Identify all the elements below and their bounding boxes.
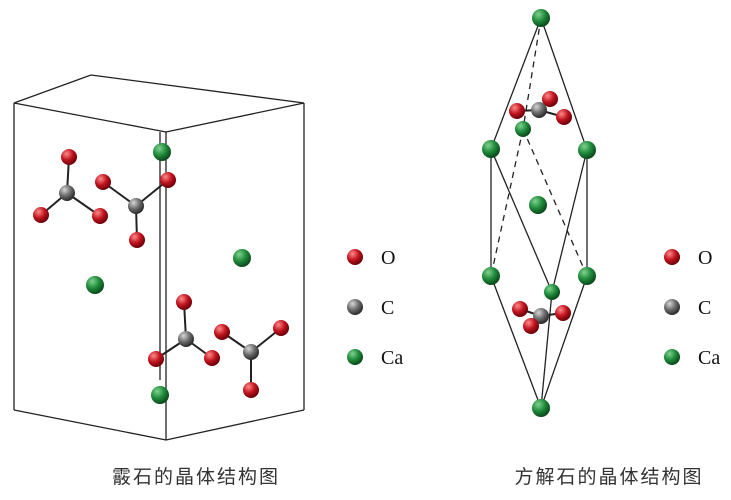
calcium-atom xyxy=(86,276,104,294)
oxygen-atom xyxy=(176,294,192,310)
aragonite-caption: 霰石的晶体结构图 xyxy=(112,466,280,488)
calcium-atom xyxy=(482,140,500,158)
calcium-legend-swatch xyxy=(347,349,363,365)
calcium-atom xyxy=(578,267,596,285)
aragonite-unit-cell xyxy=(13,74,305,441)
legend-label-oxygen: O xyxy=(381,247,395,269)
oxygen-atom xyxy=(512,301,528,317)
calcium-legend-swatch xyxy=(664,349,680,365)
oxygen-atom xyxy=(61,149,77,165)
calcium-atom xyxy=(153,143,171,161)
calcite-unit-cell xyxy=(490,17,588,409)
calcium-atom xyxy=(544,284,560,300)
calcium-atom xyxy=(532,399,550,417)
oxygen-atom xyxy=(214,324,230,340)
legend-calcite: O C Ca xyxy=(664,247,720,369)
calcium-atom xyxy=(482,267,500,285)
calcium-atom xyxy=(578,141,596,159)
legend-aragonite: O C Ca xyxy=(347,247,403,369)
oxygen-atom xyxy=(92,208,108,224)
carbon-legend-swatch xyxy=(347,299,363,315)
oxygen-atom xyxy=(95,174,111,190)
calcium-atom xyxy=(515,121,531,137)
carbon-atom xyxy=(533,308,549,324)
legend-label-carbon: C xyxy=(381,297,394,319)
legend-label-oxygen: O xyxy=(698,247,712,269)
carbon-atom xyxy=(128,198,144,214)
oxygen-atom xyxy=(523,318,539,334)
aragonite-atoms xyxy=(33,143,289,404)
oxygen-atom xyxy=(509,103,525,119)
oxygen-atom xyxy=(129,232,145,248)
oxygen-legend-swatch xyxy=(664,249,680,265)
oxygen-atom xyxy=(243,382,259,398)
oxygen-legend-swatch xyxy=(347,249,363,265)
carbon-atom xyxy=(531,102,547,118)
oxygen-atom xyxy=(160,172,176,188)
calcium-atom xyxy=(529,196,547,214)
carbon-atom xyxy=(243,344,259,360)
aragonite-structure xyxy=(13,74,305,441)
calcite-caption: 方解石的晶体结构图 xyxy=(514,466,703,488)
oxygen-atom xyxy=(555,305,571,321)
oxygen-atom xyxy=(556,109,572,125)
calcite-structure xyxy=(482,9,596,417)
oxygen-atom xyxy=(204,350,220,366)
oxygen-atom xyxy=(273,320,289,336)
oxygen-atom xyxy=(33,207,49,223)
calcium-atom xyxy=(233,249,251,267)
carbon-atom xyxy=(59,185,75,201)
legend-label-calcium: Ca xyxy=(698,347,720,369)
legend-label-carbon: C xyxy=(698,297,711,319)
calcium-atom xyxy=(532,9,550,27)
calcite-atoms xyxy=(482,9,596,417)
oxygen-atom xyxy=(542,91,558,107)
legend-label-calcium: Ca xyxy=(381,347,403,369)
calcium-atom xyxy=(151,386,169,404)
carbon-legend-swatch xyxy=(664,299,680,315)
carbon-atom xyxy=(178,331,194,347)
oxygen-atom xyxy=(148,351,164,367)
